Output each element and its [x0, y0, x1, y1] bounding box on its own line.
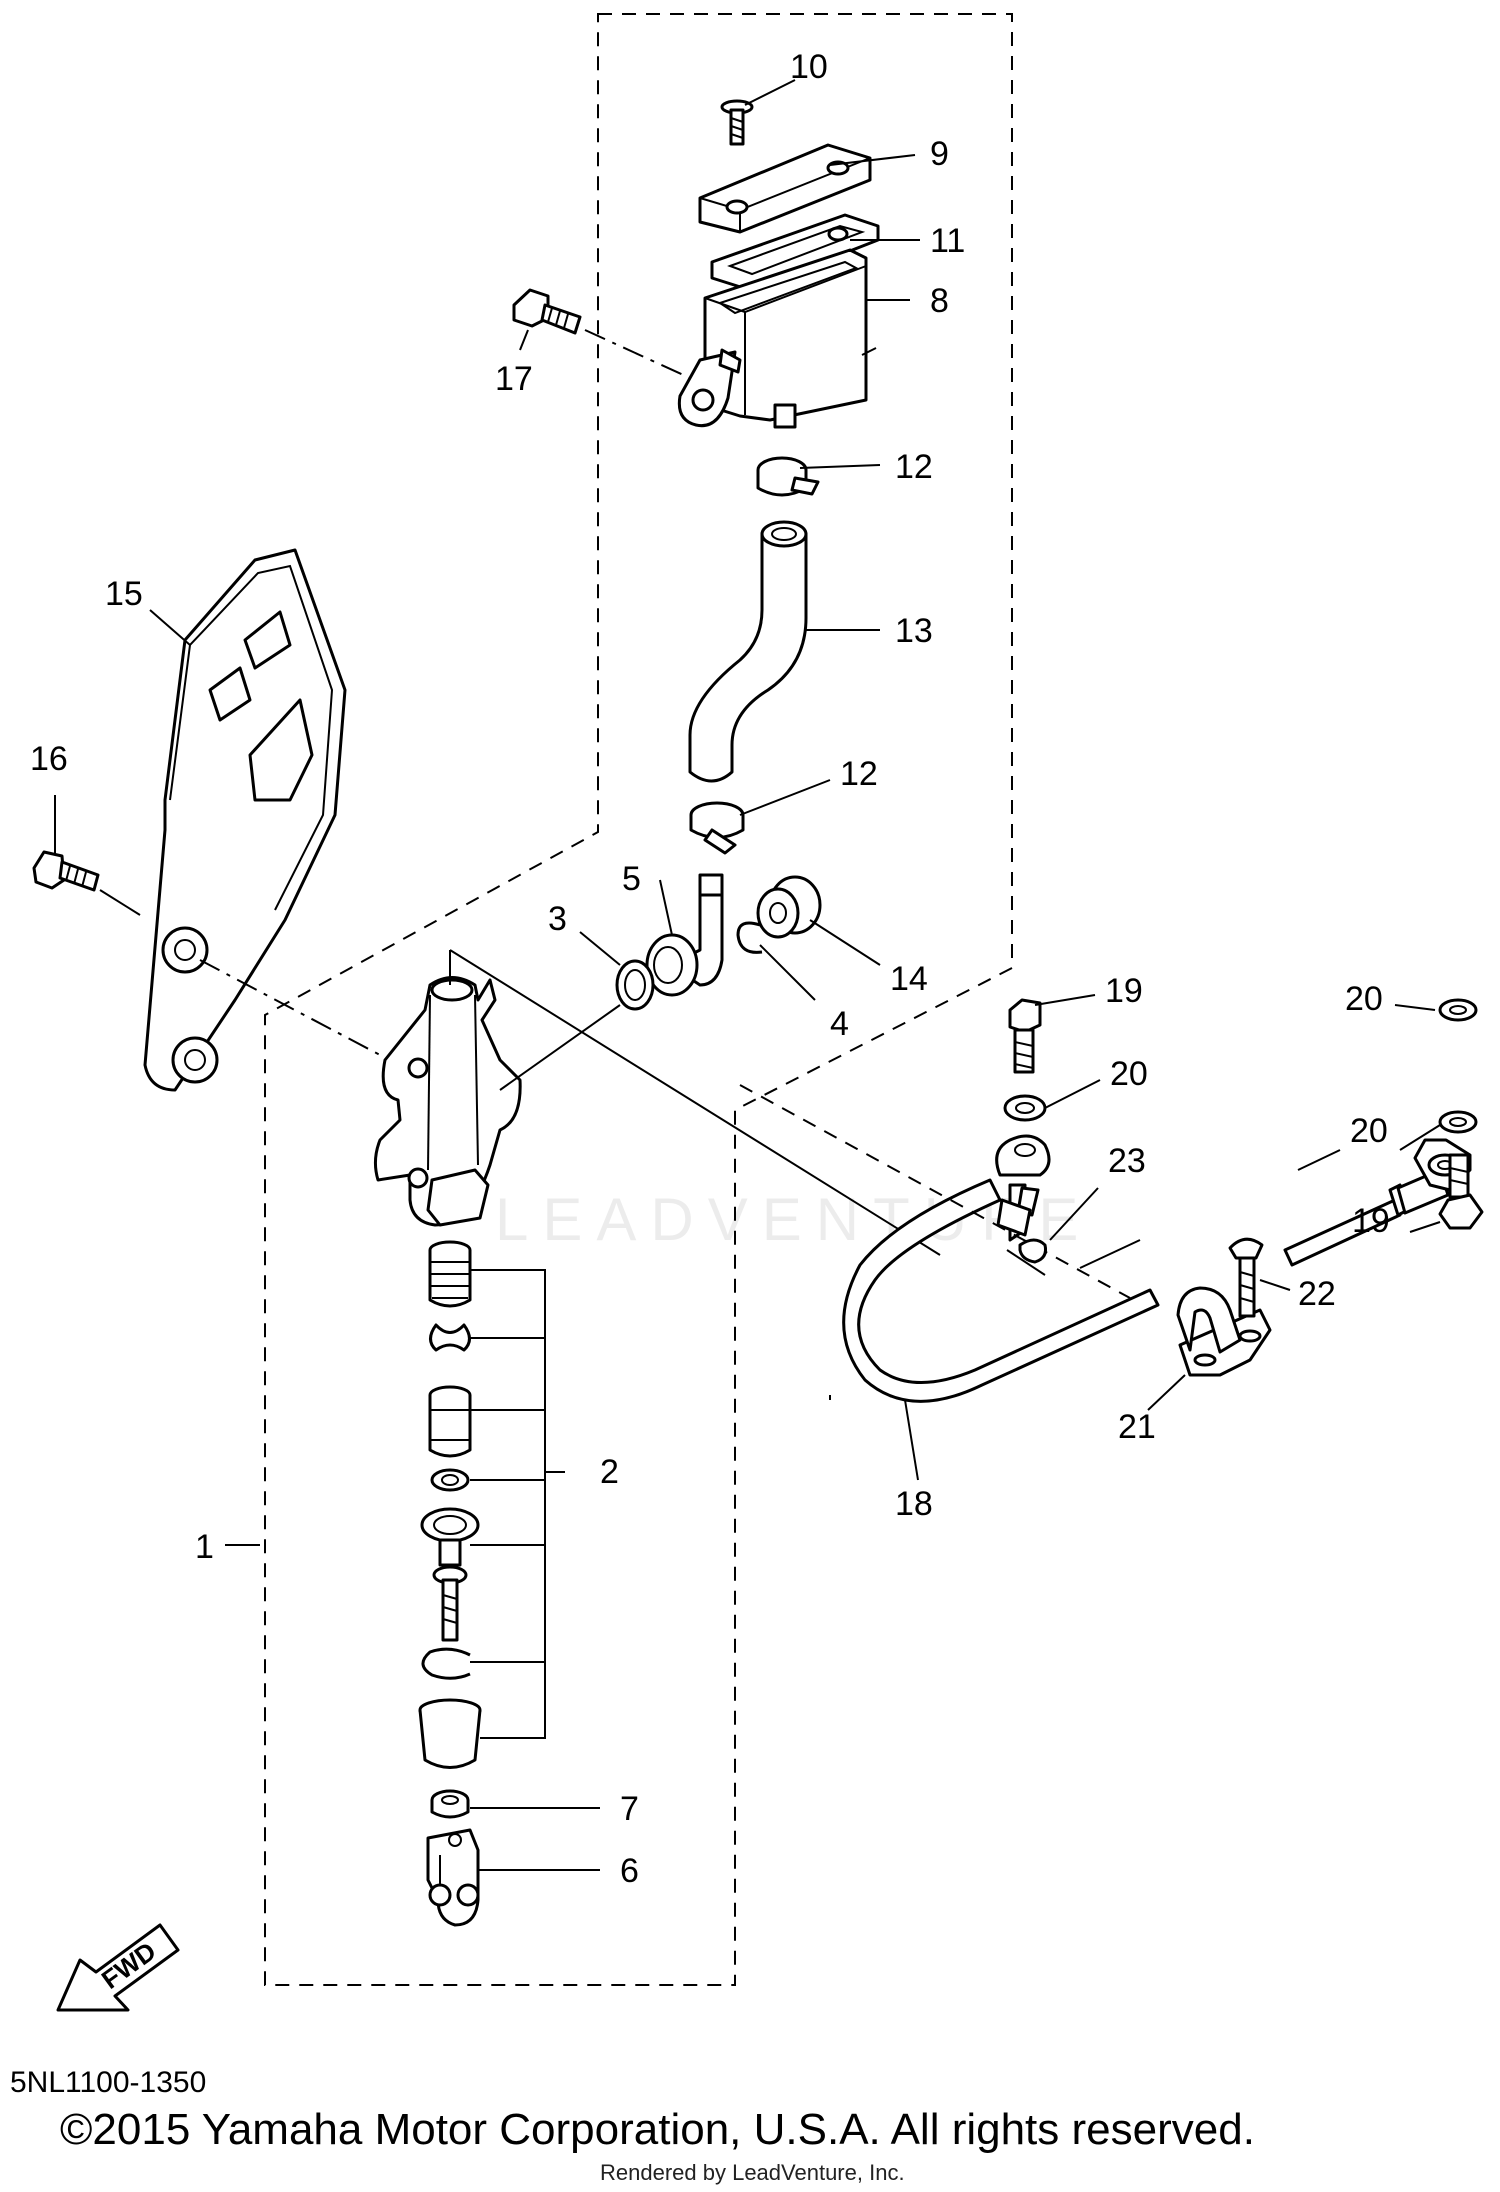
- callout-15: 15: [105, 575, 143, 613]
- rendered-by-notice: Rendered by LeadVenture, Inc.: [600, 2160, 905, 2185]
- kit-seal-icon: [430, 1468, 470, 1492]
- bolt-16-icon: [32, 850, 100, 892]
- guard-icon: [143, 548, 347, 1092]
- callout-leaders: [54, 79, 1441, 1481]
- guard-leader: [199, 959, 381, 1056]
- hose-joint-leader: [499, 1004, 621, 1091]
- kit-pushrod-icon: [420, 1507, 480, 1642]
- gasket-20-right-top-icon: [1438, 998, 1478, 1022]
- kit-cup-icon: [429, 1323, 471, 1352]
- kit-piston-icon: [428, 1385, 472, 1458]
- o-ring-icon: [615, 959, 655, 1011]
- hose-break-mark-1: [1079, 1239, 1141, 1269]
- callout-19-right: 19: [1352, 1202, 1390, 1240]
- screw-22-icon: [1228, 1237, 1264, 1318]
- gasket-20-left-icon: [1003, 1094, 1047, 1122]
- callout-7: 7: [620, 1790, 639, 1828]
- reservoir-group-outline: [264, 13, 1013, 1986]
- hose-break-mark-2: [1297, 1149, 1341, 1171]
- circlip-4-icon: [736, 921, 763, 954]
- callout-8: 8: [930, 282, 949, 320]
- callout-18: 18: [895, 1485, 933, 1523]
- callout-10: 10: [790, 48, 828, 86]
- callout-3: 3: [548, 900, 567, 938]
- gasket-20-right-bottom-icon: [1438, 1110, 1478, 1134]
- grommet-icon: [756, 875, 822, 939]
- callout-2: 2: [600, 1453, 619, 1491]
- reservoir-cap-icon: [698, 143, 872, 234]
- callout-23: 23: [1108, 1142, 1146, 1180]
- callout-20-top-right: 20: [1345, 980, 1383, 1018]
- copyright-notice: ©2015 Yamaha Motor Corporation, U.S.A. A…: [60, 2105, 1255, 2154]
- callout-13: 13: [895, 612, 933, 650]
- union-bolt-19-left-icon: [1008, 998, 1042, 1074]
- callout-6: 6: [620, 1852, 639, 1890]
- callout-21: 21: [1118, 1408, 1156, 1446]
- bolt-17-leader: [584, 329, 691, 379]
- bolt-16-leader: [99, 889, 141, 916]
- reservoir-hose-icon: [688, 520, 808, 783]
- kit-bracket: [470, 1269, 565, 1739]
- hose-routing-line: [449, 949, 941, 1256]
- callout-14: 14: [890, 960, 928, 998]
- callout-22: 22: [1298, 1275, 1336, 1313]
- hose-holder-icon: [1176, 1286, 1272, 1377]
- clip-23-icon: [1018, 1238, 1047, 1264]
- hose-joint-icon: [645, 873, 724, 997]
- callout-11: 11: [930, 222, 965, 260]
- part-code: 5NL1100-1350: [10, 2066, 207, 2099]
- master-cylinder-body-icon: [373, 976, 522, 1227]
- union-bolt-19-right-icon: [1438, 1153, 1484, 1230]
- callout-9: 9: [930, 135, 949, 173]
- clevis-icon: [426, 1828, 480, 1927]
- callout-12-upper: 12: [895, 448, 933, 486]
- kit-spring-icon: [428, 1240, 472, 1308]
- callout-19-left: 19: [1105, 972, 1143, 1010]
- hose-dashed-route: [739, 1084, 1131, 1299]
- callout-4: 4: [830, 1005, 849, 1043]
- fwd-arrow-icon: FWD: [56, 1923, 180, 2012]
- nut-icon: [430, 1789, 470, 1819]
- reservoir-tank-icon: [677, 248, 877, 429]
- bolt-17-icon: [512, 288, 582, 335]
- callout-20-left: 20: [1110, 1055, 1148, 1093]
- reservoir-screw-icon: [720, 99, 754, 146]
- callout-1: 1: [195, 1528, 214, 1566]
- callout-numbers: 1 2 3 4 5 6 7 8 9 10 11 12 13 12 14 15 1…: [30, 48, 1390, 1890]
- hose-clip-upper-icon: [756, 456, 820, 497]
- kit-circlip-icon: [421, 1647, 471, 1680]
- kit-boot-icon: [418, 1698, 482, 1769]
- callout-20-bottom-right: 20: [1350, 1112, 1388, 1150]
- callout-12-lower: 12: [840, 755, 878, 793]
- callout-5: 5: [622, 860, 641, 898]
- hose-clip-lower-icon: [689, 801, 745, 855]
- brake-hose-icon: [842, 1134, 1472, 1403]
- clip-23-pointer: [1006, 1249, 1046, 1276]
- callout-16: 16: [30, 740, 68, 778]
- callout-17: 17: [495, 360, 533, 398]
